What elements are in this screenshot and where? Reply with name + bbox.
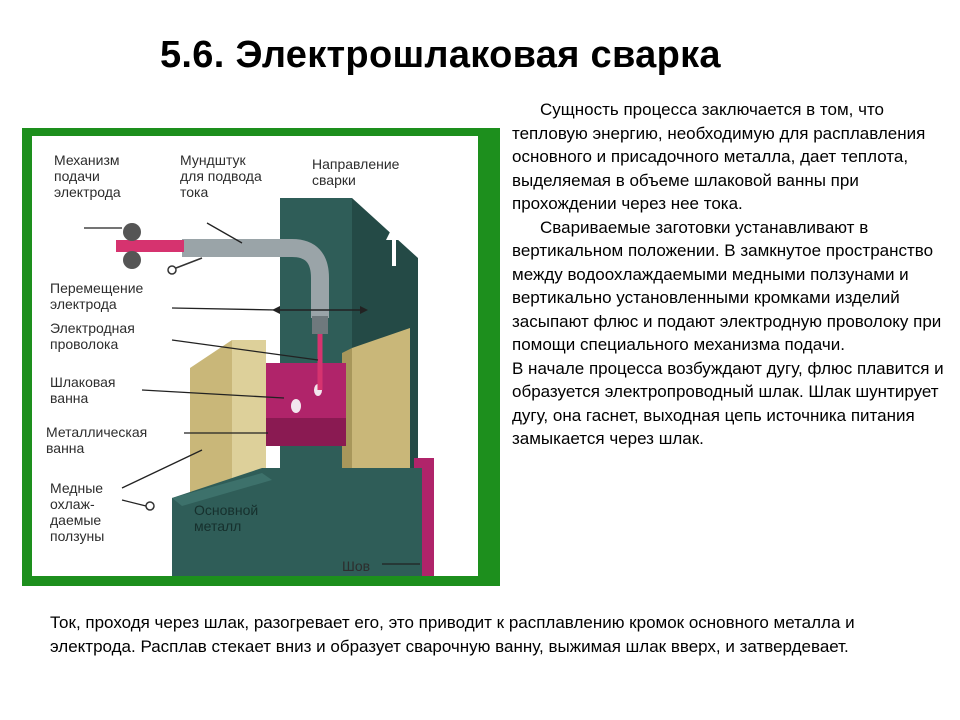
feed-roller-bottom [123, 251, 141, 269]
leader-line [141, 389, 285, 399]
leader-line [171, 307, 278, 311]
welding-diagram: Механизм подачи электрода Мундштук для п… [22, 128, 500, 586]
direction-arrow-icon [386, 224, 402, 240]
label-contact-tube: Мундштук для подвода тока [180, 152, 262, 200]
description-text: Сущность процесса заключается в том, что… [512, 98, 952, 451]
label-electrode-wire: Электродная проволока [50, 320, 135, 352]
contact-tube-tip [312, 316, 328, 334]
leader-line [121, 449, 203, 489]
base-workpiece-top [172, 473, 272, 506]
copper-shoe-right [352, 328, 410, 508]
paragraph-melting: Ток, проходя через шлак, разогревает его… [50, 613, 855, 656]
paragraph-start: В начале процесса возбуждают дугу, флюс … [512, 358, 944, 449]
slide-title: 5.6. Электрошлаковая сварка [160, 34, 721, 76]
label-copper-shoes: Медные охлаж- даемые ползуны [50, 480, 105, 544]
slag-droplet [291, 399, 301, 413]
leader-line [206, 222, 243, 244]
label-weld-direction: Направление сварки [312, 156, 400, 188]
label-seam: Шов [342, 558, 371, 574]
paragraph-setup: Свариваемые заготовки устанавливают в ве… [512, 217, 942, 355]
label-metal-bath: Металлическая ванна [46, 424, 148, 456]
diagram-drawing [32, 136, 478, 576]
paragraph-essence: Сущность процесса заключается в том, что… [512, 100, 926, 213]
label-base-metal: Основной металл [194, 502, 259, 534]
base-workpiece [172, 468, 422, 576]
leader-line [171, 339, 319, 361]
movement-arrow-right-icon [360, 306, 368, 314]
label-electrode-movement: Перемещение электрода [50, 280, 144, 312]
label-feed-mechanism: Механизм подачи электрода [54, 152, 121, 200]
leader-line [121, 499, 147, 507]
metal-bath-shape [262, 418, 346, 446]
terminal-icon [167, 265, 177, 275]
label-slag-bath: Шлаковая ванна [50, 374, 116, 406]
contact-tube-shape [182, 239, 329, 318]
terminal-wire [175, 257, 203, 269]
electrode-feed [116, 240, 184, 252]
feed-roller-top [123, 223, 141, 241]
